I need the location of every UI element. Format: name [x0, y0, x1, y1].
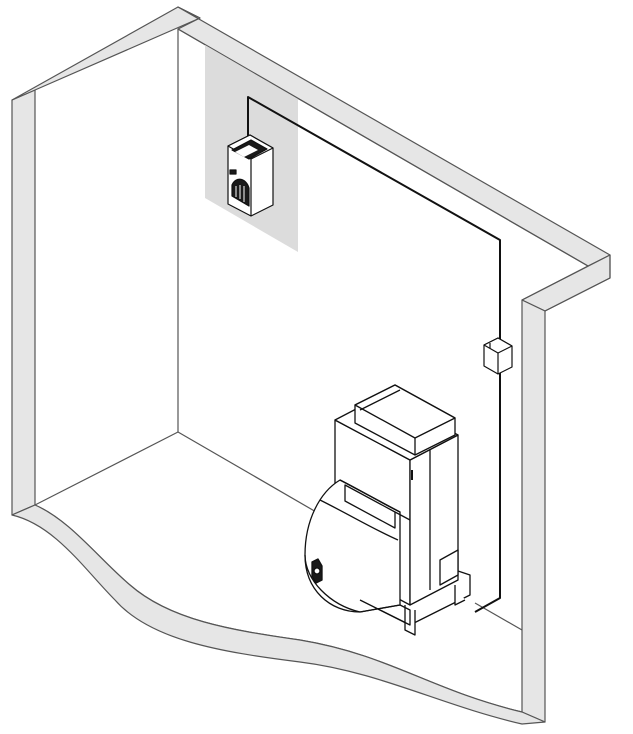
connection-cable — [247, 96, 501, 613]
floor-slab — [11, 504, 546, 725]
floor-standing-unit — [304, 384, 471, 636]
back-wall-inner-top — [177, 28, 589, 267]
right-wall-face — [521, 299, 546, 723]
wall-mounted-controller — [227, 134, 274, 217]
room-walls — [11, 6, 611, 725]
left-wall-top — [11, 6, 201, 101]
floor-back-line — [177, 431, 331, 521]
right-wall-side — [544, 255, 611, 312]
left-wall-edge — [11, 89, 36, 516]
right-wall-inner — [521, 265, 589, 301]
right-wall-top — [521, 254, 611, 312]
junction-box — [483, 337, 513, 375]
floor-left-line — [34, 431, 179, 506]
